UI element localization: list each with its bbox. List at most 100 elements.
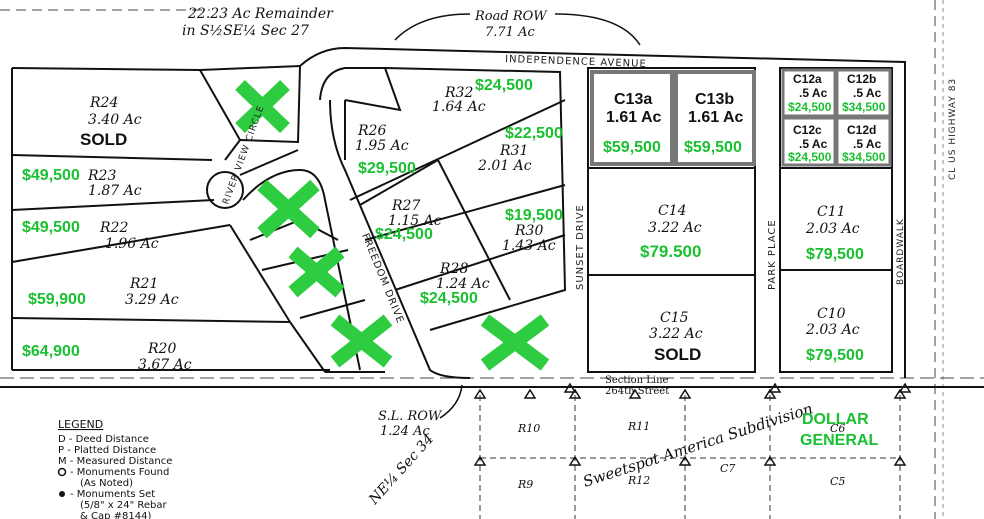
freedom-drive-label: FREEDOM DRIVE [359,232,405,326]
south-lot-c7: C7 [720,462,735,475]
r22-price: $49,500 [22,219,80,236]
c15-acres: 3.22 Ac [649,326,703,342]
r22-acres: 1.96 Ac [105,236,159,252]
r21-acres: 3.29 Ac [125,292,179,308]
c13b-price: $59,500 [684,139,742,156]
remainder-line2: in S½SE¼ Sec 27 [182,23,309,39]
sl-row-arrow [439,384,463,419]
r32-name: R32 [444,85,473,101]
highway-label: CL US HIGHWAY 83 [948,78,958,180]
legend-item-found-note: (As Noted) [80,478,133,489]
c12c-price: $24,500 [788,150,832,164]
r31-price: $22,500 [505,125,563,142]
c10-price: $79,500 [806,347,864,364]
street-264-label: 264th Street [605,386,669,397]
south-lot-r9: R9 [517,478,533,491]
c12a-box [781,68,837,118]
legend-item-measured: M - Measured Distance [58,456,172,467]
c12a-acres: .5 Ac [799,86,828,100]
sl-row-label: S.L. ROW [378,409,443,424]
c10-name: C10 [817,306,846,322]
r23-acres: 1.87 Ac [88,183,142,199]
ne-sec-label: NE¼ Sec 34 [365,431,437,508]
legend-item-set-cap: & Cap #8144) [80,511,151,519]
r28-name: R28 [439,261,468,277]
sold-x-east [480,314,550,371]
r24-name: R24 [89,95,118,111]
legend-item-deed: D - Deed Distance [58,434,149,445]
c12b-name: C12b [847,72,876,86]
r20-name: R20 [147,341,176,357]
r24-acres: 3.40 Ac [88,112,142,128]
monument-found-icon [57,467,67,477]
c12d-box [835,116,892,167]
c12d-name: C12d [847,123,876,137]
c12b-box [835,68,892,118]
boardwalk-label: BOARDWALK [896,218,906,285]
c12a-name: C12a [793,72,822,86]
c12b-acres: .5 Ac [853,86,882,100]
independence-avenue-label: INDEPENDENCE AVENUE [505,54,647,70]
r20-acres: 3.67 Ac [138,357,192,373]
r22-name: R22 [99,220,128,236]
dollar-general-line2: GENERAL [800,432,878,449]
sunset-drive-label: SUNSET DRIVE [575,204,586,290]
r30-name: R30 [514,223,543,239]
south-lot-c6: C6 [830,422,845,435]
r31-acres: 2.01 Ac [477,158,532,174]
c11-price: $79,500 [806,246,864,263]
r27-acres: 1.15 Ac [388,213,442,229]
park-place-label: PARK PLACE [767,219,778,290]
r23-price: $49,500 [22,167,80,184]
lot-n-triangle [199,64,302,144]
r31-name: R31 [499,143,528,159]
sold-x-north [235,79,290,134]
c15-status: SOLD [654,345,701,364]
river-view-cul-de-sac [206,149,361,371]
independence-south-edge-west [319,67,385,101]
legend-item-set-rebar: (5/8" x 24" Rebar [80,500,168,511]
r26-name: R26 [357,123,386,139]
remainder-line1: 22.23 Ac Remainder [187,6,334,22]
c12c-acres: .5 Ac [799,137,828,151]
r30-acres: 1.43 Ac [502,238,556,254]
road-row-acres: 7.71 Ac [485,25,535,40]
r28-price: $24,500 [420,290,478,307]
c10-acres: 2.03 Ac [805,322,860,338]
r30-price: $19,500 [505,207,563,224]
legend-item-set: - Monuments Set [70,489,155,500]
sl-row-acres: 1.24 Ac [380,424,430,439]
section-line-label: Section Line [605,375,669,386]
road-row-label: Road ROW [474,9,548,24]
road-row-arrow-left [394,13,471,41]
south-lot-r10: R10 [517,422,540,435]
legend-title: LEGEND [58,418,103,431]
r21-price: $59,900 [28,291,86,308]
r24-status: SOLD [80,130,127,149]
r21-name: R21 [129,276,158,292]
legend: LEGEND D - Deed Distance P - Platted Dis… [57,418,172,519]
c-block-east [779,67,893,373]
r27-name: R27 [391,198,420,214]
c12d-price: $34,500 [842,150,886,164]
c11-name: C11 [817,204,846,220]
c12a-price: $24,500 [788,100,832,114]
c-block-west [587,67,756,373]
c13a-box [590,70,674,166]
r27-price: $24,500 [375,226,433,243]
legend-item-found: - Monuments Found [70,467,169,478]
c12b-price: $34,500 [842,100,886,114]
c12c-box [781,116,837,167]
r32-price: $24,500 [475,77,533,94]
c14-name: C14 [658,203,687,219]
south-lot-r12: R12 [627,474,650,487]
subdivision-name: Sweetspot America Subdivision [581,399,815,490]
r26-price: $29,500 [358,160,416,177]
legend-item-platted: P - Platted Distance [58,445,156,456]
monument-set-icon [59,491,65,497]
west-block [11,67,330,373]
c13b-box [674,70,756,166]
independence-north-edge [299,46,906,68]
c13b-acres: 1.61 Ac [688,109,744,126]
